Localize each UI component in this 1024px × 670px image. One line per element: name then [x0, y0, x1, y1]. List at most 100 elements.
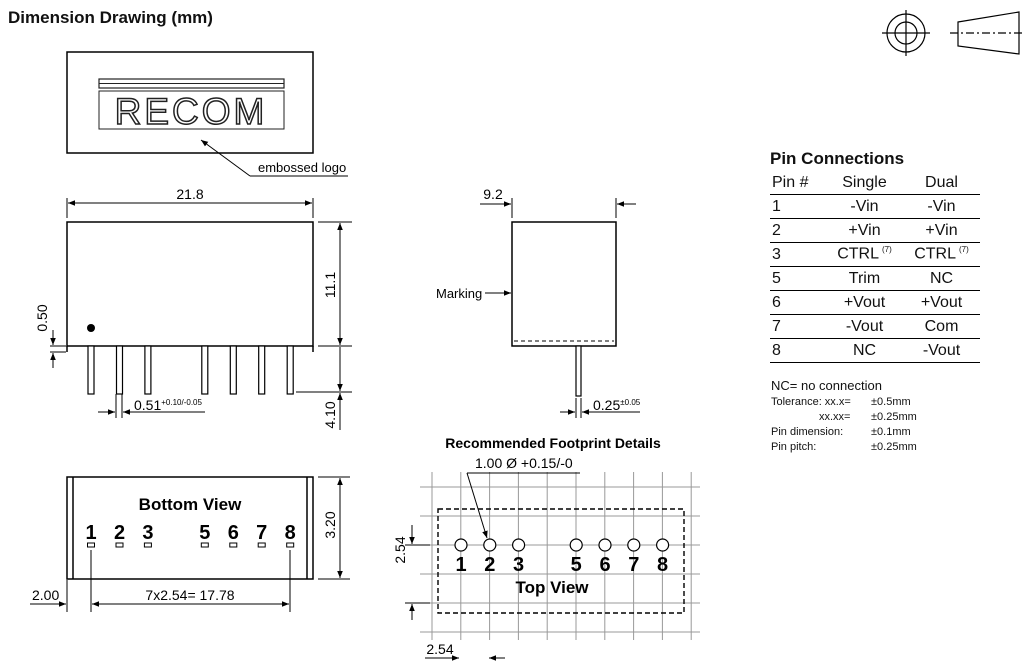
table-header-cell: Dual	[903, 171, 980, 195]
table-cell: +Vout	[826, 290, 903, 315]
top-view-logo-box: RECOM	[66, 51, 314, 154]
bottom-pin-pad	[286, 542, 295, 548]
notes-block: NC= no connection Tolerance: xx.x= ±0.5m…	[771, 378, 991, 455]
table-header-cell: Pin #	[770, 171, 826, 195]
footprint-hole	[511, 538, 526, 552]
footprint-outline	[437, 508, 685, 614]
bottom-pin-number: 8	[285, 522, 296, 544]
pin-connections-title: Pin Connections	[770, 149, 905, 168]
table-row: 1-Vin-Vin	[770, 194, 980, 219]
bottom-view	[66, 476, 314, 580]
table-cell: 8	[770, 338, 826, 363]
bottom-pin-pad	[115, 542, 124, 548]
dim-fp-pitch-v: 2.54	[392, 536, 408, 563]
bottom-pin-number: 1	[85, 522, 96, 544]
table-cell: -Vin	[903, 194, 980, 219]
table-cell: 2	[770, 218, 826, 243]
bottom-pin-pad	[257, 542, 266, 548]
dim-standoff: 0.50	[34, 304, 50, 331]
footprint-grid	[420, 472, 700, 640]
table-cell: 1	[770, 194, 826, 219]
dim-pin-width: 0.51	[134, 397, 161, 413]
table-cell: -Vout	[903, 338, 980, 363]
projection-symbol-icon	[882, 10, 1022, 56]
table-cell: 5	[770, 266, 826, 291]
dim-pin-length: 4.10	[322, 401, 338, 428]
marking-label: Marking	[436, 286, 482, 301]
bottom-view-label: Bottom View	[139, 495, 242, 514]
footprint-pin-number: 8	[657, 554, 668, 576]
front-pin	[229, 345, 237, 395]
pin-dimension: ±0.1mm	[871, 426, 911, 438]
table-cell: -Vin	[826, 194, 903, 219]
bottom-pin-number: 6	[228, 522, 239, 544]
bottom-pin-number: 7	[256, 522, 267, 544]
front-pin	[286, 345, 294, 395]
bottom-pin-pad	[87, 542, 95, 548]
table-cell: 7	[770, 314, 826, 339]
front-pin	[115, 345, 124, 395]
dim-pin-thickness: 0.25	[593, 397, 620, 413]
top-view-label: Top View	[515, 578, 589, 597]
pin1-dot	[87, 324, 95, 332]
side-pin	[575, 345, 582, 397]
table-cell: -Vout	[826, 314, 903, 339]
footprint-pin-number: 5	[571, 554, 582, 576]
dim-bottom-height: 3.20	[322, 511, 338, 538]
footprint-hole	[454, 538, 468, 552]
dim-pitch-total: 7x2.54= 17.78	[145, 587, 234, 603]
footprint-title: Recommended Footprint Details	[445, 435, 661, 451]
front-pin	[144, 345, 152, 395]
footprint-pin-number: 6	[599, 554, 610, 576]
pin-pitch: ±0.25mm	[871, 441, 917, 453]
pin-dimension-label: Pin dimension:	[771, 426, 844, 438]
dim-edge: 2.00	[32, 587, 59, 603]
table-cell: +Vin	[826, 218, 903, 243]
logo-text: RECOM	[115, 91, 268, 132]
dim-depth: 9.2	[483, 186, 503, 202]
table-cell: Trim	[826, 266, 903, 291]
table-cell: 6	[770, 290, 826, 315]
table-cell: CTRL(7)	[903, 242, 980, 267]
side-view	[511, 221, 617, 347]
tolerance-1: ±0.5mm	[871, 396, 911, 408]
footprint-pin-number: 3	[513, 554, 524, 576]
dim-pin-thickness-tol: ±0.05	[620, 398, 641, 407]
front-pin	[201, 345, 209, 395]
front-view	[66, 221, 314, 352]
dim-fp-pitch-h: 2.54	[426, 641, 453, 657]
dim-pin-thickness-text: 0.25±0.05	[593, 397, 641, 413]
table-header-cell: Single	[826, 171, 903, 195]
dim-pin-width-text: 0.51+0.10/-0.05	[134, 397, 203, 413]
dim-width: 21.8	[176, 186, 203, 202]
bottom-pin-pad	[200, 542, 209, 548]
front-pin	[87, 345, 95, 395]
table-row: 2+Vin+Vin	[770, 218, 980, 243]
footnote-ref: (7)	[959, 245, 969, 255]
table-cell: +Vout	[903, 290, 980, 315]
bottom-pin-number: 2	[114, 522, 125, 544]
tolerance-2: ±0.25mm	[871, 411, 917, 423]
footprint-hole	[483, 538, 497, 552]
hole-diameter-label: 1.00 Ø +0.15/-0	[475, 455, 573, 471]
footprint-hole	[627, 538, 641, 552]
table-row: 6+Vout+Vout	[770, 290, 980, 315]
dim-height: 11.1	[322, 272, 338, 298]
pin-pitch-label: Pin pitch:	[771, 441, 817, 453]
bottom-pin-number: 5	[199, 522, 210, 544]
footprint-pin-number: 1	[455, 554, 466, 576]
table-cell: +Vin	[903, 218, 980, 243]
bottom-pin-pad	[229, 542, 238, 548]
page-title: Dimension Drawing (mm)	[8, 8, 213, 27]
table-cell: NC	[826, 338, 903, 363]
table-cell: 3	[770, 242, 826, 267]
